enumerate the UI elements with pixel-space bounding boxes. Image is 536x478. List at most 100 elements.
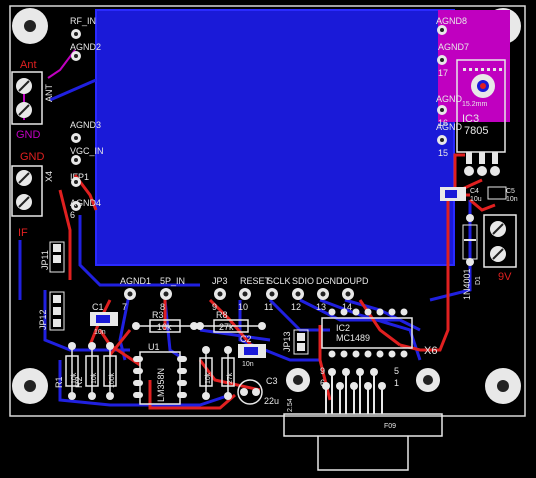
label-c3-v: 2.54 — [287, 398, 294, 412]
label-pin9: 9 — [212, 302, 217, 312]
board-outline — [9, 5, 526, 417]
header-pads-bottom — [124, 288, 354, 300]
label-pin7: 7 — [122, 302, 127, 312]
label-x6-pin1: 1 — [394, 378, 399, 388]
label-x6: X6 — [424, 345, 437, 357]
label-agnd4: AGND4 — [70, 198, 101, 208]
jp13 — [293, 329, 309, 355]
label-agnd8: AGND8 — [436, 16, 467, 26]
label-agnd2: AGND2 — [70, 42, 101, 52]
label-jp3: JP3 — [212, 276, 228, 286]
label-ant: ANT — [44, 83, 54, 102]
label-jp12: JP12 — [38, 309, 48, 330]
label-u1: U1 — [148, 342, 160, 352]
label-c3-val: 22u — [264, 396, 279, 406]
right-pads — [437, 25, 447, 145]
label-pin12: 12 — [291, 302, 301, 312]
label-r6: 27k — [227, 372, 234, 384]
label-x6-pin5: 5 — [394, 366, 399, 376]
label-ic2-part: MC1489 — [336, 333, 370, 343]
label-c5: C5 — [506, 188, 515, 195]
connector-x6 — [283, 368, 443, 471]
label-u1-part: LM358N — [156, 368, 166, 402]
label-sclk: SCLK — [267, 276, 291, 286]
label-jp13: JP13 — [282, 331, 292, 352]
label-c1: C1 — [92, 302, 104, 312]
label-c4: C4 — [470, 188, 479, 195]
label-d1: 1N4001 — [462, 268, 472, 300]
ground-pour — [96, 10, 454, 265]
label-gnd-red: GND — [20, 151, 45, 163]
c5-body — [487, 186, 507, 200]
label-x4: X4 — [44, 171, 54, 182]
label-agnd-b: AGND — [436, 122, 463, 132]
ic3-copper — [438, 10, 510, 122]
ic3-ref: IC3 — [462, 113, 479, 125]
label-9v: 9V — [498, 271, 512, 283]
label-x6-pin9: 9 — [320, 366, 325, 376]
bottom-traces — [18, 78, 472, 407]
label-r3-val: 10k — [157, 322, 172, 332]
label-pin17: 17 — [438, 68, 448, 78]
label-agnd-a: AGND — [436, 94, 463, 104]
jp12 — [49, 291, 65, 331]
label-x6-pin6: 6 — [320, 378, 325, 388]
resistor-r5 — [199, 346, 213, 400]
terminal-x4 — [11, 165, 43, 217]
top-traces — [58, 153, 496, 410]
label-5p-in: 5P_IN — [160, 276, 185, 286]
terminal-x5 — [483, 214, 517, 268]
label-ioupd: IOUPD — [340, 276, 369, 286]
cap-c3 — [237, 379, 263, 405]
label-ant-red: Ant — [20, 59, 37, 71]
label-r1-val: 10k — [71, 372, 78, 384]
label-ic2: IC2 — [336, 323, 350, 333]
label-c3: C3 — [266, 376, 278, 386]
label-pin11: 11 — [264, 302, 273, 312]
label-pin6: 6 — [70, 210, 75, 220]
label-agnd7: AGND7 — [438, 42, 469, 52]
label-f09: F09 — [384, 423, 396, 430]
label-gnd-mag: GND — [16, 129, 41, 141]
label-ifp1: IFP1 — [70, 172, 89, 182]
label-r8-val: 27k — [219, 322, 234, 332]
label-agnd3: AGND3 — [70, 120, 101, 130]
ic-u1 — [133, 351, 187, 405]
diode-d1 — [462, 214, 478, 266]
resistor-r1 — [65, 342, 79, 400]
label-vgc-in: VGC_IN — [70, 146, 104, 156]
label-r8: R8 — [216, 310, 228, 320]
mounting-hole-bl — [12, 368, 48, 404]
ic3-dimension: 15.2mm — [462, 101, 487, 108]
ic-ic2 — [321, 308, 413, 358]
label-rf-in: RF_IN — [70, 16, 96, 26]
resistor-r2 — [85, 342, 99, 400]
ic3-heatsink-hole — [471, 74, 495, 98]
jp11 — [49, 241, 65, 273]
ic3-pin-row — [463, 68, 502, 71]
ic3-legs — [464, 152, 500, 176]
label-if: IF — [18, 227, 28, 239]
label-r1: R1 — [54, 376, 64, 388]
label-pin8: 8 — [160, 302, 165, 312]
mounting-hole-tl — [12, 8, 48, 44]
label-pin16: 16 — [438, 118, 448, 128]
label-c4-val: 10u — [470, 196, 482, 203]
label-c1-val: 10n — [94, 329, 106, 336]
label-pin14: 14 — [342, 302, 352, 312]
label-c5-val: 10n — [506, 196, 518, 203]
label-d1-ref: D1 — [475, 276, 482, 285]
label-r2: R2 — [74, 376, 84, 388]
label-dgnd: DGND — [316, 276, 343, 286]
label-r4: 100k — [109, 372, 116, 388]
label-r3: R3 — [152, 310, 164, 320]
label-reset: RESET — [240, 276, 271, 286]
label-sdio: SDIO — [292, 276, 314, 286]
label-agnd1: AGND1 — [120, 276, 151, 286]
label-pin15: 15 — [438, 148, 448, 158]
label-jp11: JP11 — [40, 250, 50, 270]
label-r5: 10k — [205, 372, 212, 384]
resistor-r6 — [221, 346, 235, 400]
label-pin10: 10 — [238, 302, 248, 312]
